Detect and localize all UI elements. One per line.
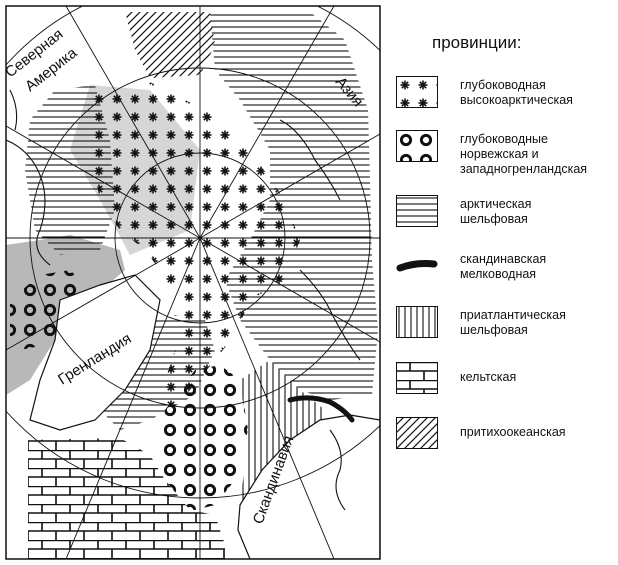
pacific-province-area [125,12,215,78]
arctic-provinces-map: Северная Америка Азия Гренландия Скандин… [2,5,381,560]
legend-item-arctic-shelf: арктическая шельфовая [396,195,611,235]
ring-pattern-icon [396,130,438,162]
greenland-land [29,274,161,431]
legend-label: глубоководная высокоарктическая [460,78,573,107]
norwegian-deep-area [158,365,248,510]
vertical-lines-pattern-icon [396,306,438,338]
diagonal-lines-pattern-icon [396,417,438,449]
scandinavia-land [237,414,380,559]
legend-item-norwegian: глубоководные норвежская и западногренла… [396,130,611,176]
legend-item-high-arctic: глубоководная высокоарктическая [396,76,611,116]
high-arctic-deep-area [90,82,300,410]
legend-item-celtic: кельтская [396,362,611,402]
legend-label: скандинавская мелководная [460,252,547,281]
legend-label: притихоокеанская [460,425,566,439]
legend-label: кельтская [460,370,517,384]
celtic-province-area [28,438,225,559]
legend-label: глубоководные норвежская и западногренла… [460,132,588,176]
legend-title: провинции: [432,33,522,52]
legend-label: арктическая шельфовая [460,197,532,226]
scandinavian-shallow-line [287,395,355,423]
legend-item-scandinavian-shallow: скандинавская мелководная [396,250,611,290]
thick-black-line-icon [396,260,438,272]
west-greenland-deep-area [10,270,85,350]
arctic-shelf-asia [210,12,378,400]
horizontal-lines-pattern-icon [396,195,438,227]
legend-item-pacific: притихоокеанская [396,417,611,457]
legend-label: приатлантическая шельфовая [460,308,566,337]
asterisk-pattern-icon [396,76,438,108]
legend-item-atlantic-shelf: приатлантическая шельфовая [396,306,611,346]
brick-pattern-icon [396,362,438,394]
